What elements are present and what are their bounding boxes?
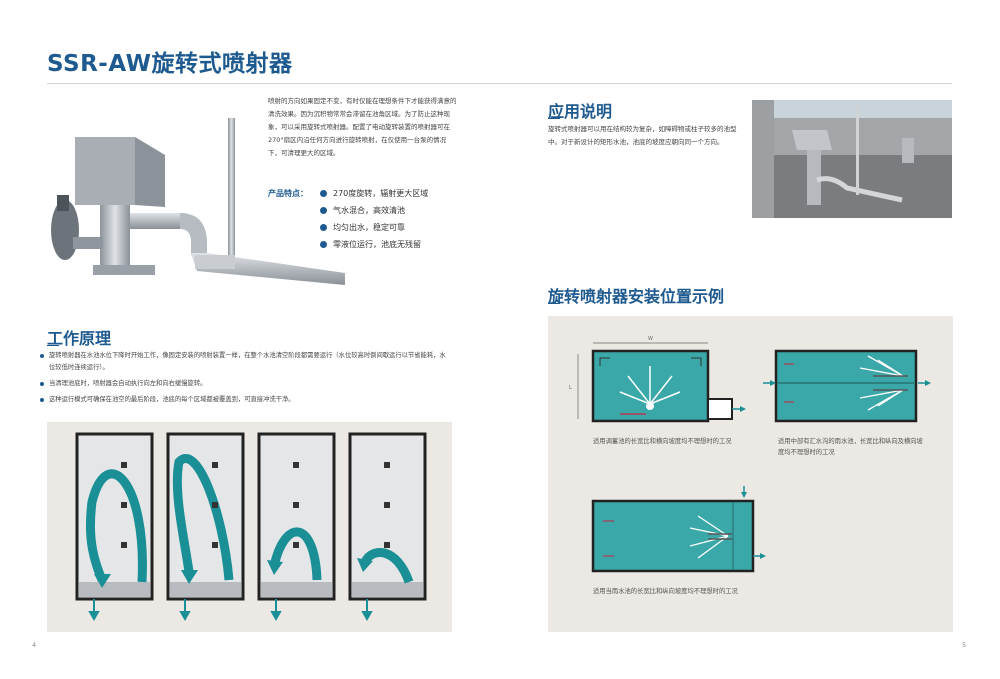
feature-item: 零液位运行，池底无残留: [320, 236, 428, 253]
features-list: 270度旋转，辐射更大区域 气水混合，高效清池 均匀出水，稳定可靠 零液位运行，…: [320, 185, 428, 253]
page-number-right: 5: [962, 641, 967, 649]
install-caption: 适用当雨水池的长宽比和纵向坡度均不理想时的工况: [593, 588, 738, 595]
heading-underline: [548, 303, 560, 304]
dimension-w-label: W: [648, 336, 653, 342]
feature-item: 270度旋转，辐射更大区域: [320, 185, 428, 202]
principle-diagram: [75, 432, 427, 622]
bullet-icon: [320, 241, 327, 248]
feature-item: 均匀出水，稳定可靠: [320, 219, 428, 236]
bullet-icon: [320, 207, 327, 214]
features-heading: 产品特点：: [268, 189, 308, 198]
bullet-icon: [320, 224, 327, 231]
principle-heading: 工作原理: [47, 329, 112, 348]
install-caption: 适用中部有汇水沟的雨水池，长宽比和纵向及横向坡度均不理想时的工况: [778, 438, 923, 456]
principle-item: 当清理池底时，喷射器会自动执行向左和向右缓慢旋转。: [40, 378, 450, 390]
principle-item: 这种运行模式可确保在池空的最后阶段，池底的每个区域都被覆盖到，可直接冲洗干净。: [40, 394, 450, 406]
application-heading: 应用说明: [548, 102, 613, 121]
feature-item: 气水混合，高效清池: [320, 202, 428, 219]
application-text: 旋转式喷射器可以用在结构较为复杂，如障碍物或柱子较多的池型中。对于新设计的矩形水…: [548, 125, 737, 146]
application-photo: [752, 100, 952, 218]
dimension-l-label: L: [569, 385, 572, 391]
page-title: SSR-AW旋转式喷射器: [47, 51, 293, 77]
principle-item: 旋转喷射器在水池水位下降时开始工作，像固定安装的喷射装置一样，在整个水池清空阶段…: [40, 350, 450, 374]
product-illustration: [51, 118, 345, 285]
page-number-left: 4: [32, 641, 37, 649]
heading-underline: [548, 118, 560, 119]
install-heading: 旋转喷射器安装位置示例: [548, 287, 725, 306]
title-divider: [47, 83, 952, 84]
heading-underline: [47, 345, 59, 346]
principle-list: 旋转喷射器在水池水位下降时开始工作，像固定安装的喷射装置一样，在整个水池清空阶段…: [40, 350, 450, 410]
bullet-icon: [320, 190, 327, 197]
install-diagram: W L: [569, 336, 931, 573]
intro-paragraph: 喷射的方向如果固定不变，有时仅能在理想条件下才能获得满意的清洗效果。因为沉积物常…: [268, 97, 457, 157]
install-caption: 适用调蓄池的长宽比和横向坡度均不理想时的工况: [593, 438, 732, 445]
